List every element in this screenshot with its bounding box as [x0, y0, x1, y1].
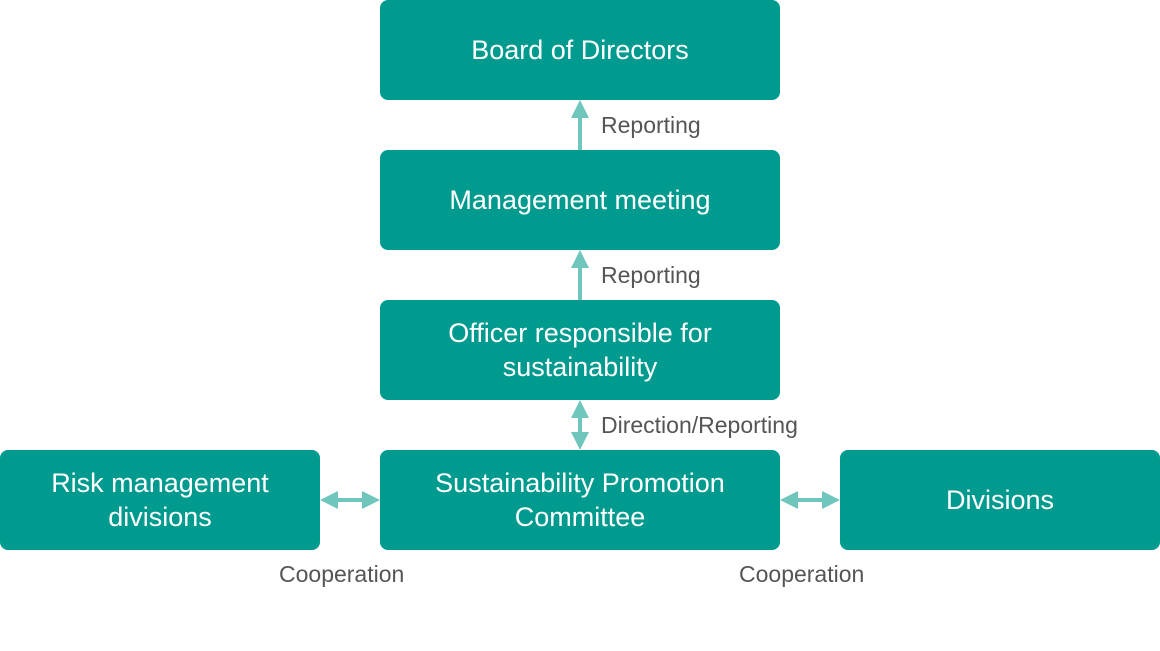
sustainability-officer-box: Officer responsible for sustainability	[380, 300, 780, 400]
arrow-committee-divisions-bidirectional	[780, 491, 840, 509]
reporting-label-middle: Reporting	[601, 262, 701, 288]
board-of-directors-box: Board of Directors	[380, 0, 780, 100]
management-meeting-box: Management meeting	[380, 150, 780, 250]
arrow-officer-committee-bidirectional	[571, 400, 589, 450]
cooperation-label-left: Cooperation	[279, 561, 405, 587]
arrow-risk-committee-bidirectional	[320, 491, 380, 509]
management-meeting-label: Management meeting	[449, 185, 711, 215]
sustainability-committee-label: Sustainability Promotion Committee	[435, 468, 725, 532]
sustainability-officer-label: Officer responsible for sustainability	[448, 318, 712, 382]
board-of-directors-label: Board of Directors	[471, 35, 689, 65]
cooperation-label-right: Cooperation	[739, 561, 865, 587]
arrow-officer-to-management	[571, 250, 589, 300]
risk-management-divisions-label: Risk management divisions	[51, 468, 269, 532]
risk-management-divisions-box: Risk management divisions	[0, 450, 320, 550]
sustainability-committee-box: Sustainability Promotion Committee	[380, 450, 780, 550]
divisions-box: Divisions	[840, 450, 1160, 550]
reporting-label-top: Reporting	[601, 112, 701, 138]
divisions-label: Divisions	[945, 485, 1055, 515]
arrow-management-to-board	[571, 100, 589, 150]
direction-reporting-label: Direction/Reporting	[601, 412, 798, 438]
